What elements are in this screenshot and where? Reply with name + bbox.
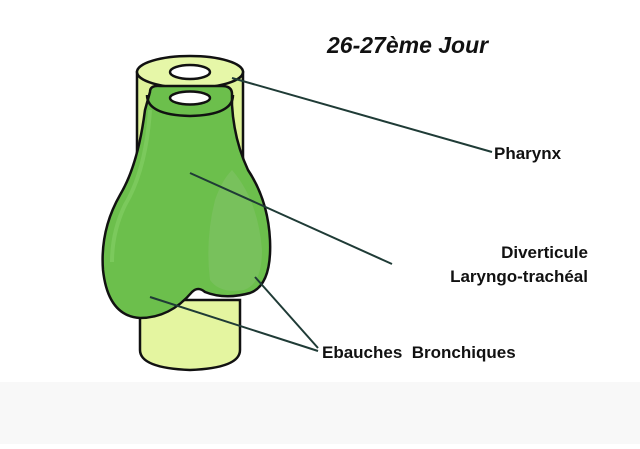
diverticule-laryngo-tracheal — [101, 84, 272, 320]
label-diverticule-line1: Diverticule — [501, 243, 588, 262]
footer-band — [0, 382, 640, 444]
ebauche-right-leader-line — [254, 276, 319, 349]
leader-lines — [149, 77, 493, 352]
label-diverticule-line2: Laryngo-trachéal — [450, 267, 588, 286]
ebauche-left-leader-line — [149, 296, 319, 352]
label-ebauches-bronchiques: Ebauches Bronchiques — [322, 343, 516, 362]
diverticule-leader-line — [189, 172, 393, 265]
label-pharynx: Pharynx — [494, 144, 562, 163]
diagram-title: 26-27ème Jour — [327, 32, 489, 58]
pharynx-leader-line — [231, 77, 493, 153]
